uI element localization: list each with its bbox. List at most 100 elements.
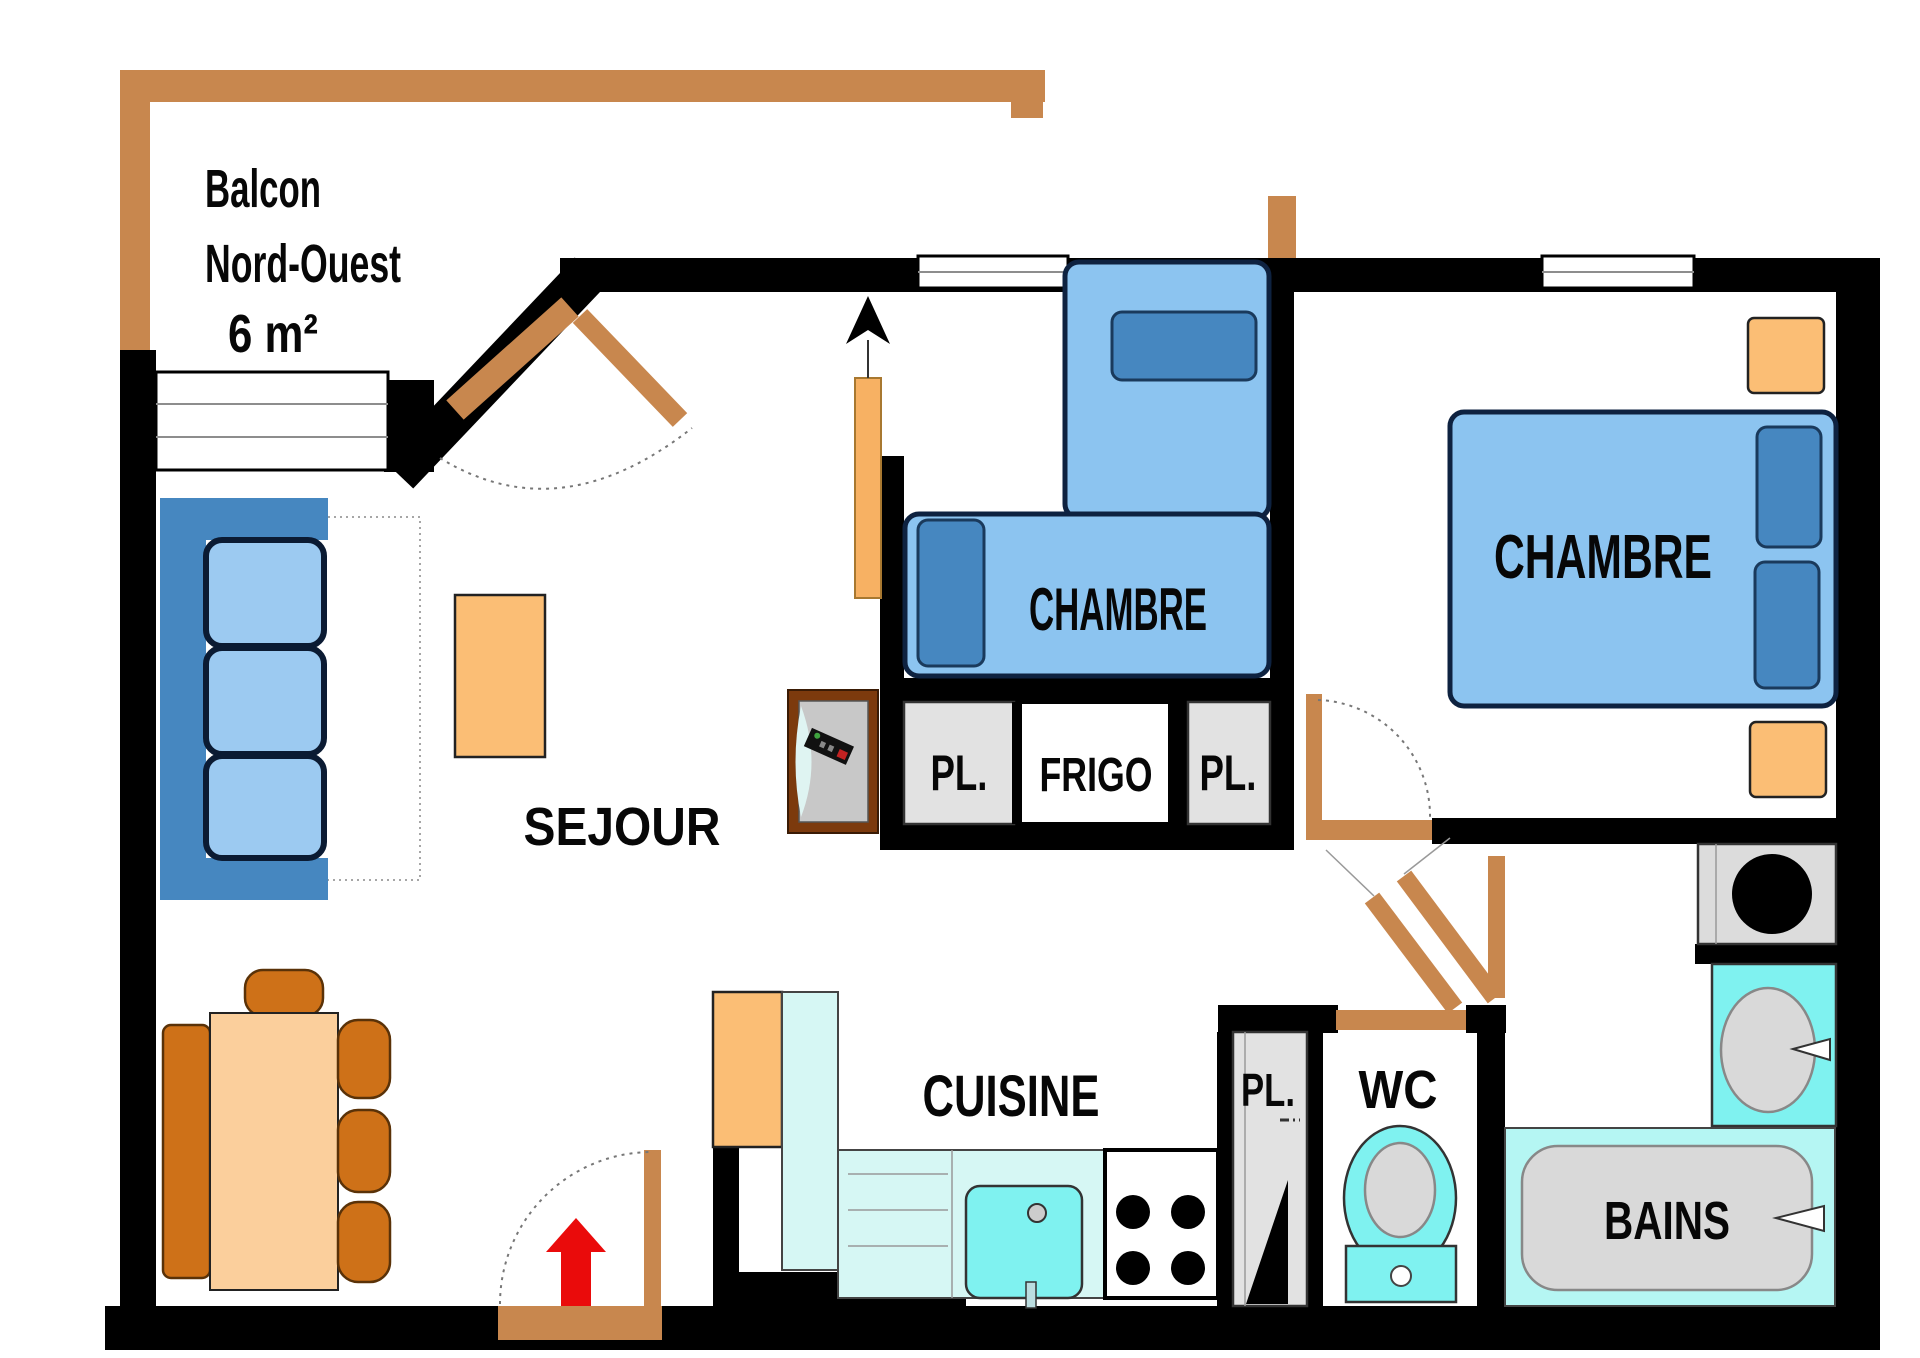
tv-screen-glare [795,706,812,817]
pillow [1753,560,1821,690]
balcony-label-line2: Nord-Ouest [205,234,401,294]
kitchen: CUISINE [711,990,1220,1309]
balcony-label-line1: Balcon [205,159,321,219]
hall-door-leaf [1364,892,1463,1014]
closet-divider-wall [1012,702,1021,824]
kitchen-unit-tall [781,991,839,1271]
sliding-door [846,296,890,599]
sofa-cushion [203,537,327,649]
wall-wc-west [1307,1032,1323,1308]
washing-machine [1696,842,1838,946]
balcony-railing-left [120,70,150,355]
remote-button-green [814,732,821,739]
sofa-back-bottom [160,858,328,900]
balcony-railing-top [120,70,1045,102]
bathroom: BAINS [1325,837,1838,1307]
door-guide-line [1403,837,1451,875]
door-swing-arc [439,427,693,490]
pillow [1110,310,1258,382]
single-bed-horizontal [902,511,1272,679]
bedroom-door-leaf [1306,694,1322,820]
wall-bedroom-small-south [880,678,1294,704]
burner-icon [1116,1195,1150,1229]
wall-wc-north [1218,1005,1338,1033]
closet-divider-wall [1170,702,1188,824]
balcony-divider-post [1268,196,1296,260]
tv-cabinet [787,689,879,834]
closet-hall-2 [1186,700,1272,826]
basin-faucet-icon [1789,1037,1831,1062]
nightstand [1746,316,1826,395]
wall-wc-north-stub [1466,1005,1506,1033]
dining-bench [161,1023,212,1280]
south-wall [105,1306,1880,1350]
toilet-seat [1363,1141,1437,1239]
bedroom-large: CHAMBRE [1306,316,1839,840]
wall-kitchen-stub [713,1147,739,1307]
remote-button-red [836,749,848,761]
sliding-door-panel [854,377,882,599]
entrance-threshold [498,1306,662,1340]
wall-bedroom-large-south [1432,818,1838,844]
wall-laundry-south [1695,944,1837,964]
washbasin [1710,962,1838,1128]
wall-between-bedrooms [1270,290,1294,848]
bedroom-door-threshold [1306,820,1432,840]
burner-icon [1116,1251,1150,1285]
fridge-label: FRIGO [1040,749,1153,802]
remote-button [819,740,827,749]
entrance-arrow-shaft [561,1252,591,1306]
wc-zone: PL. WC [1231,1010,1466,1308]
wall-closet-wc-west [1217,1032,1233,1308]
dining-set [161,968,392,1291]
wc-door-threshold [1336,1010,1466,1030]
wall-wc-bath [1477,1032,1505,1308]
living-room: SEJOUR [160,498,879,1291]
coffee-table [453,593,547,759]
dining-chair [243,968,325,1018]
washer-drum-icon [1732,854,1812,934]
closet-label: PL. [1200,745,1257,801]
pillow [916,518,986,668]
dining-table [209,1012,339,1291]
bathroom-door-leaf [1488,856,1505,998]
windows [154,254,1696,472]
door-swing-arc [499,1151,653,1305]
balcony-door-leaf-open [572,309,688,427]
sofa-back-left [160,498,206,900]
wc-label: WC [1359,1060,1438,1120]
dining-chair [336,1018,392,1100]
tv-remote-icon [803,727,854,765]
closet-wc-label: PL. [1241,1064,1295,1116]
toilet [1342,1124,1458,1304]
closet-label: PL. [931,745,988,801]
bathroom-label: BAINS [1604,1191,1730,1251]
bathtub: BAINS [1504,1127,1836,1307]
toilet-flush-button [1390,1265,1412,1287]
kitchen-label: CUISINE [923,1064,1100,1129]
living-room-label: SEJOUR [524,797,721,857]
wall-living-bedroom [880,456,904,848]
door-direction-arrow-icon [846,296,890,344]
east-wall [1836,258,1880,1350]
bedroom-small-label: CHAMBRE [1029,576,1207,643]
burner-icon [1171,1195,1205,1229]
west-wall [120,350,156,1350]
sofa-cushion [203,753,327,861]
double-bed [1447,409,1839,709]
entrance [498,1150,662,1340]
pillow [1755,425,1823,549]
kitchen-cabinet-tall [711,990,784,1149]
burner-icon [1171,1251,1205,1285]
bedroom-large-label: CHAMBRE [1494,523,1712,592]
dining-chair [336,1200,392,1284]
kitchen-sink [964,1184,1084,1300]
fridge [1018,700,1172,826]
hall-closets: PL. FRIGO PL. [902,700,1272,826]
single-bed-vertical [1062,259,1272,521]
sofa-cushion [203,645,327,757]
remote-button [827,744,835,753]
door-swing-arc [1317,699,1432,819]
tub-faucet-icon [1772,1204,1825,1233]
